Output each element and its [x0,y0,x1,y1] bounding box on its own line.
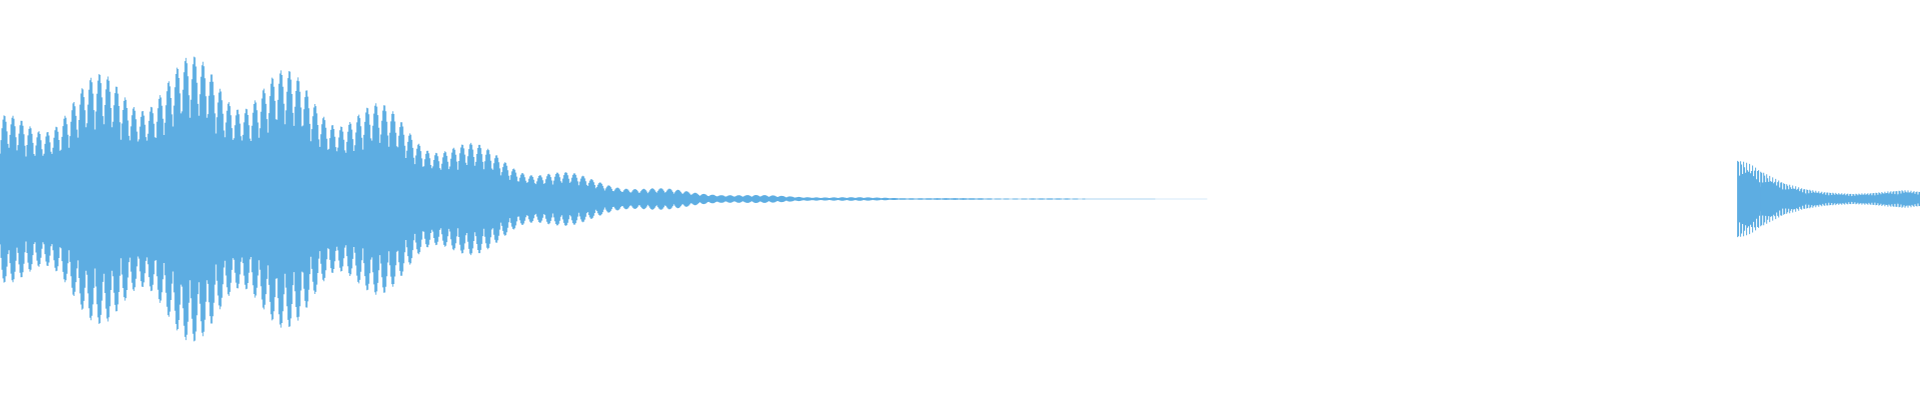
waveform-clip-peaks [0,56,1086,342]
waveform-clips [0,56,1920,342]
waveform-clip-2[interactable] [1737,160,1920,238]
waveform-clip-peaks [1737,160,1920,238]
waveform-clip-1[interactable] [0,56,1229,342]
